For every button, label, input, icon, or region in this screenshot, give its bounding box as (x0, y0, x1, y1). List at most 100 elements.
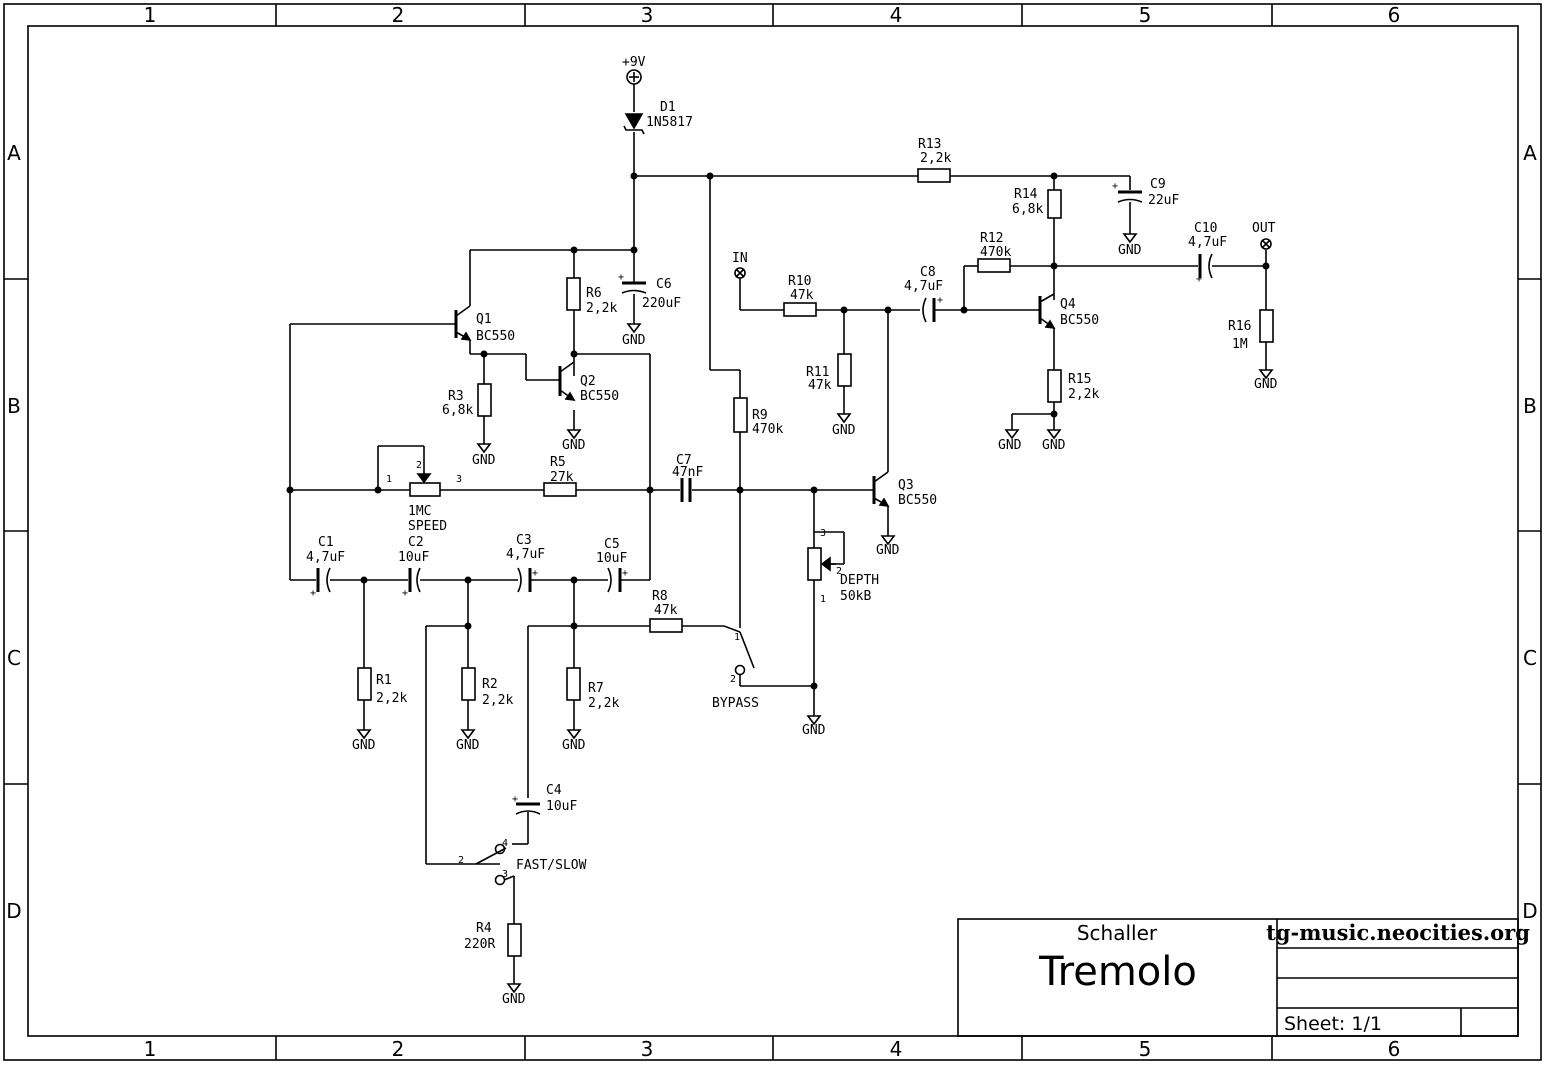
schematic-title: Tremolo (1038, 949, 1197, 995)
column-label: 5 (1139, 3, 1152, 27)
pin-number: 3 (502, 869, 508, 880)
transistor-q2: Q2 BC550 (558, 361, 619, 404)
component-value: 47nF (672, 465, 703, 480)
column-label: 3 (641, 1037, 654, 1061)
component-value: 220R (464, 937, 495, 952)
component-ref: C7 (676, 453, 692, 468)
component-ref: R15 (1068, 372, 1091, 387)
component-value: 4,7uF (904, 279, 943, 294)
component-value: 2,2k (588, 696, 619, 711)
row-label: B (7, 394, 21, 418)
component-value: 22uF (1148, 193, 1179, 208)
pin-number: 3 (820, 528, 826, 539)
component-value: 6,8k (442, 403, 473, 418)
pin-number: 2 (416, 460, 422, 471)
connector-label: OUT (1252, 221, 1276, 236)
gnd-label: GND (998, 438, 1022, 453)
capacitor-c7: C7 47nF (672, 453, 703, 502)
component-ref: C4 (546, 783, 562, 798)
gnd-r16: GND (1254, 369, 1278, 392)
component-name: BYPASS (712, 696, 759, 711)
gnd-label: GND (502, 992, 526, 1007)
pot-depth: 3 2 1 DEPTH 50kB (807, 528, 879, 605)
pin-number: 1 (820, 594, 826, 605)
gnd-r4: GND (502, 983, 526, 1007)
capacitor-c6: + C6 220uF (618, 272, 681, 311)
component-value: 47k (808, 378, 832, 393)
component-value: 47k (654, 603, 678, 618)
resistor-r15: R15 2,2k (1047, 369, 1099, 403)
gnd-r11: GND (832, 413, 856, 438)
gnd-left-q4: GND (998, 429, 1022, 453)
component-ref: C10 (1194, 221, 1217, 236)
pot-speed: 1 2 3 1MC SPEED (386, 460, 462, 534)
website-label: tg-music.neocities.org (1266, 920, 1530, 945)
component-ref: R4 (476, 921, 492, 936)
transistors: Q1 BC550 Q2 BC550 Q3 BC550 Q4 BC550 (454, 293, 1099, 508)
component-value: 470k (752, 422, 783, 437)
component-value: 1MC (408, 504, 431, 519)
component-ref: Q3 (898, 478, 914, 493)
svg-text:+: + (622, 568, 628, 579)
component-ref: Q4 (1060, 297, 1076, 312)
svg-text:+: + (937, 295, 943, 306)
gnd-label: GND (1118, 243, 1142, 258)
column-labels-bottom: 1 2 3 4 5 6 (144, 1037, 1401, 1061)
component-value: BC550 (1060, 313, 1099, 328)
component-value: BC550 (580, 389, 619, 404)
gnd-label: GND (802, 723, 826, 738)
resistor-r13: R13 2,2k (917, 137, 951, 183)
component-value: 50kB (840, 589, 871, 604)
wires (289, 84, 1267, 984)
capacitor-c4: + C4 10uF (512, 783, 577, 815)
resistor-r14: R14 6,8k (1012, 187, 1062, 219)
pin-number: 3 (456, 474, 462, 485)
pin-number: 2 (836, 566, 842, 577)
component-value: 4,7uF (306, 550, 345, 565)
gnd-label: GND (562, 438, 586, 453)
resistor-r12: R12 470k (977, 231, 1011, 273)
component-ref: R6 (586, 286, 602, 301)
component-ref: R13 (918, 137, 941, 152)
component-value: 10uF (546, 799, 577, 814)
component-ref: C2 (408, 535, 424, 550)
row-label: B (1523, 394, 1537, 418)
column-label: 5 (1139, 1037, 1152, 1061)
gnd-label: GND (1254, 377, 1278, 392)
ground-symbols: GND GND GND GND GND GND GND GND GND GND … (352, 233, 1278, 1007)
capacitor-c2: + C2 10uF (398, 535, 429, 599)
column-label: 3 (641, 3, 654, 27)
component-value: 10uF (596, 551, 627, 566)
component-ref: C1 (318, 535, 334, 550)
svg-text:+: + (512, 794, 518, 805)
resistor-r2: R2 2,2k (461, 667, 513, 708)
gnd-label: GND (1042, 438, 1066, 453)
diode-d1: D1 1N5817 (623, 100, 693, 135)
component-ref: C5 (604, 537, 620, 552)
resistor-r5: R5 27k (543, 455, 577, 497)
component-value: 10uF (398, 550, 429, 565)
column-label: 4 (890, 1037, 903, 1061)
transistor-q3: Q3 BC550 (872, 471, 937, 508)
component-value: 220uF (642, 296, 681, 311)
component-name: SPEED (408, 519, 447, 534)
resistor-r3: R3 6,8k (442, 383, 492, 418)
supply-label: +9V (622, 55, 646, 70)
svg-text:+: + (1196, 274, 1202, 285)
capacitors: + C6 220uF + C9 22uF C7 47nF + C8 4,7uF (306, 177, 1227, 815)
row-label: A (7, 141, 21, 165)
capacitor-c9: + C9 22uF (1112, 177, 1179, 208)
capacitor-c3: + C3 4,7uF (506, 533, 545, 593)
switch-fast-slow: 2 4 3 FAST/SLOW (458, 838, 587, 886)
gnd-r3: GND (472, 443, 496, 468)
input-connector: IN (732, 251, 748, 279)
svg-text:+: + (310, 588, 316, 599)
gnd-label: GND (876, 543, 900, 558)
row-labels-right: A B C D (1522, 141, 1537, 923)
resistor-r8: R8 47k (649, 589, 683, 633)
component-ref: R3 (448, 389, 464, 404)
gnd-depth: GND (802, 715, 826, 738)
gnd-label: GND (562, 738, 586, 753)
resistor-r10: R10 47k (783, 274, 817, 317)
